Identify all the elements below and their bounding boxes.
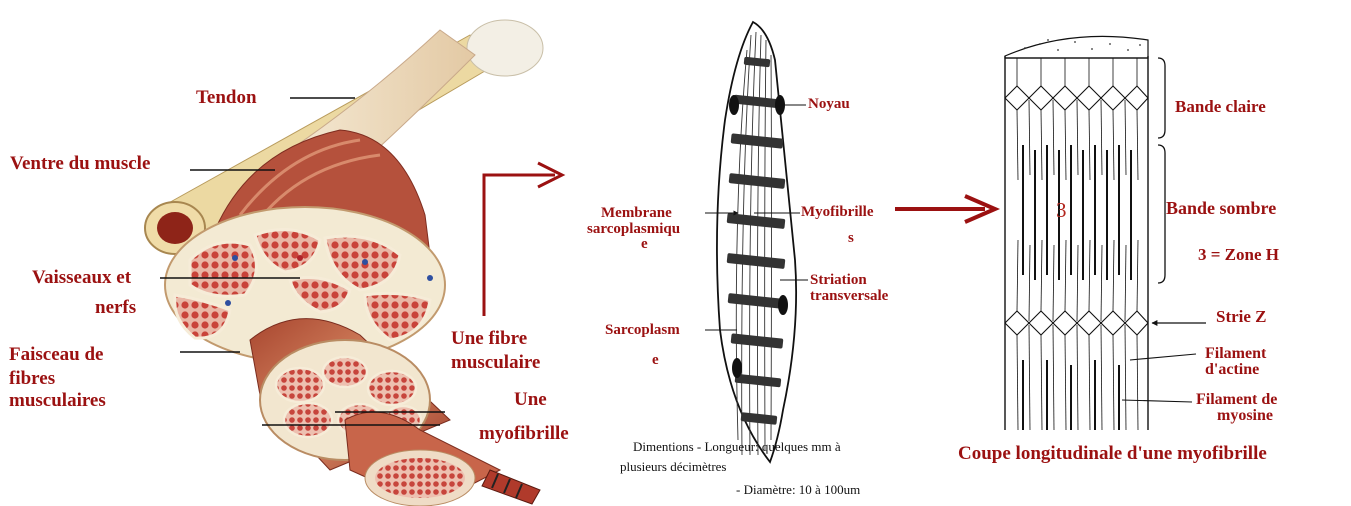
dimensions-line3: - Diamètre: 10 à 100um: [736, 482, 860, 499]
label-faisceau-line1: Faisceau de: [9, 345, 103, 365]
label-noyau: Noyau: [808, 97, 850, 113]
myofibril-cap: [1005, 36, 1148, 58]
label-myofibrilles-line1: Myofibrille: [801, 205, 873, 221]
z-line-bottom: [1005, 311, 1148, 323]
label-membrane-line2: sarcoplasmiqu: [587, 222, 680, 238]
label-strie-z: Strie Z: [1216, 308, 1267, 326]
label-myosine-line2: myosine: [1217, 408, 1273, 425]
fibre-outline: [717, 22, 796, 462]
brace-bande-sombre: [1158, 145, 1165, 283]
label-myofibrille-line1: Une: [514, 390, 547, 410]
label-membrane-line3: e: [641, 237, 648, 253]
label-ventre-du-muscle: Ventre du muscle: [10, 154, 150, 174]
label-zone-h: 3 = Zone H: [1198, 246, 1279, 264]
label-membrane-line1: Membrane: [601, 206, 672, 222]
myosin-filaments: [1023, 145, 1131, 430]
label-faisceau-line2: fibres: [9, 369, 55, 389]
brace-bande-claire: [1158, 58, 1165, 138]
label-myofibrille-line2: myofibrille: [479, 424, 569, 444]
dimensions-line1: Dimentions - Longueur: quelques mm à: [633, 439, 841, 456]
label-vaisseaux-line2: nerfs: [95, 298, 136, 318]
label-myofibrilles-line2: s: [848, 231, 854, 247]
label-bande-sombre: Bande sombre: [1166, 199, 1276, 218]
label-fibre-line1: Une fibre: [451, 329, 527, 349]
bone-head: [467, 20, 543, 76]
myofibril-strand: [482, 470, 540, 504]
z-line-top: [1005, 86, 1148, 98]
caption-coupe-longitudinale: Coupe longitudinale d'une myofibrille: [958, 444, 1267, 464]
zone-h-marker: 3: [1056, 198, 1067, 223]
myofibril-section: [1005, 36, 1206, 430]
label-striation-line1: Striation: [810, 273, 867, 289]
label-striation-line2: transversale: [810, 289, 888, 305]
label-bande-claire: Bande claire: [1175, 98, 1266, 116]
label-faisceau-line3: musculaires: [9, 391, 106, 411]
label-vaisseaux-line1: Vaisseaux et: [32, 268, 131, 288]
label-tendon: Tendon: [196, 88, 257, 108]
label-sarcoplasme-line2: e: [652, 353, 659, 369]
label-fibre-line2: musculaire: [451, 353, 540, 373]
label-actine-line2: d'actine: [1205, 362, 1259, 379]
red-l-arrow: [484, 175, 555, 316]
label-sarcoplasme-line1: Sarcoplasm: [605, 323, 680, 339]
dimensions-line2: plusieurs décimètres: [620, 459, 727, 476]
